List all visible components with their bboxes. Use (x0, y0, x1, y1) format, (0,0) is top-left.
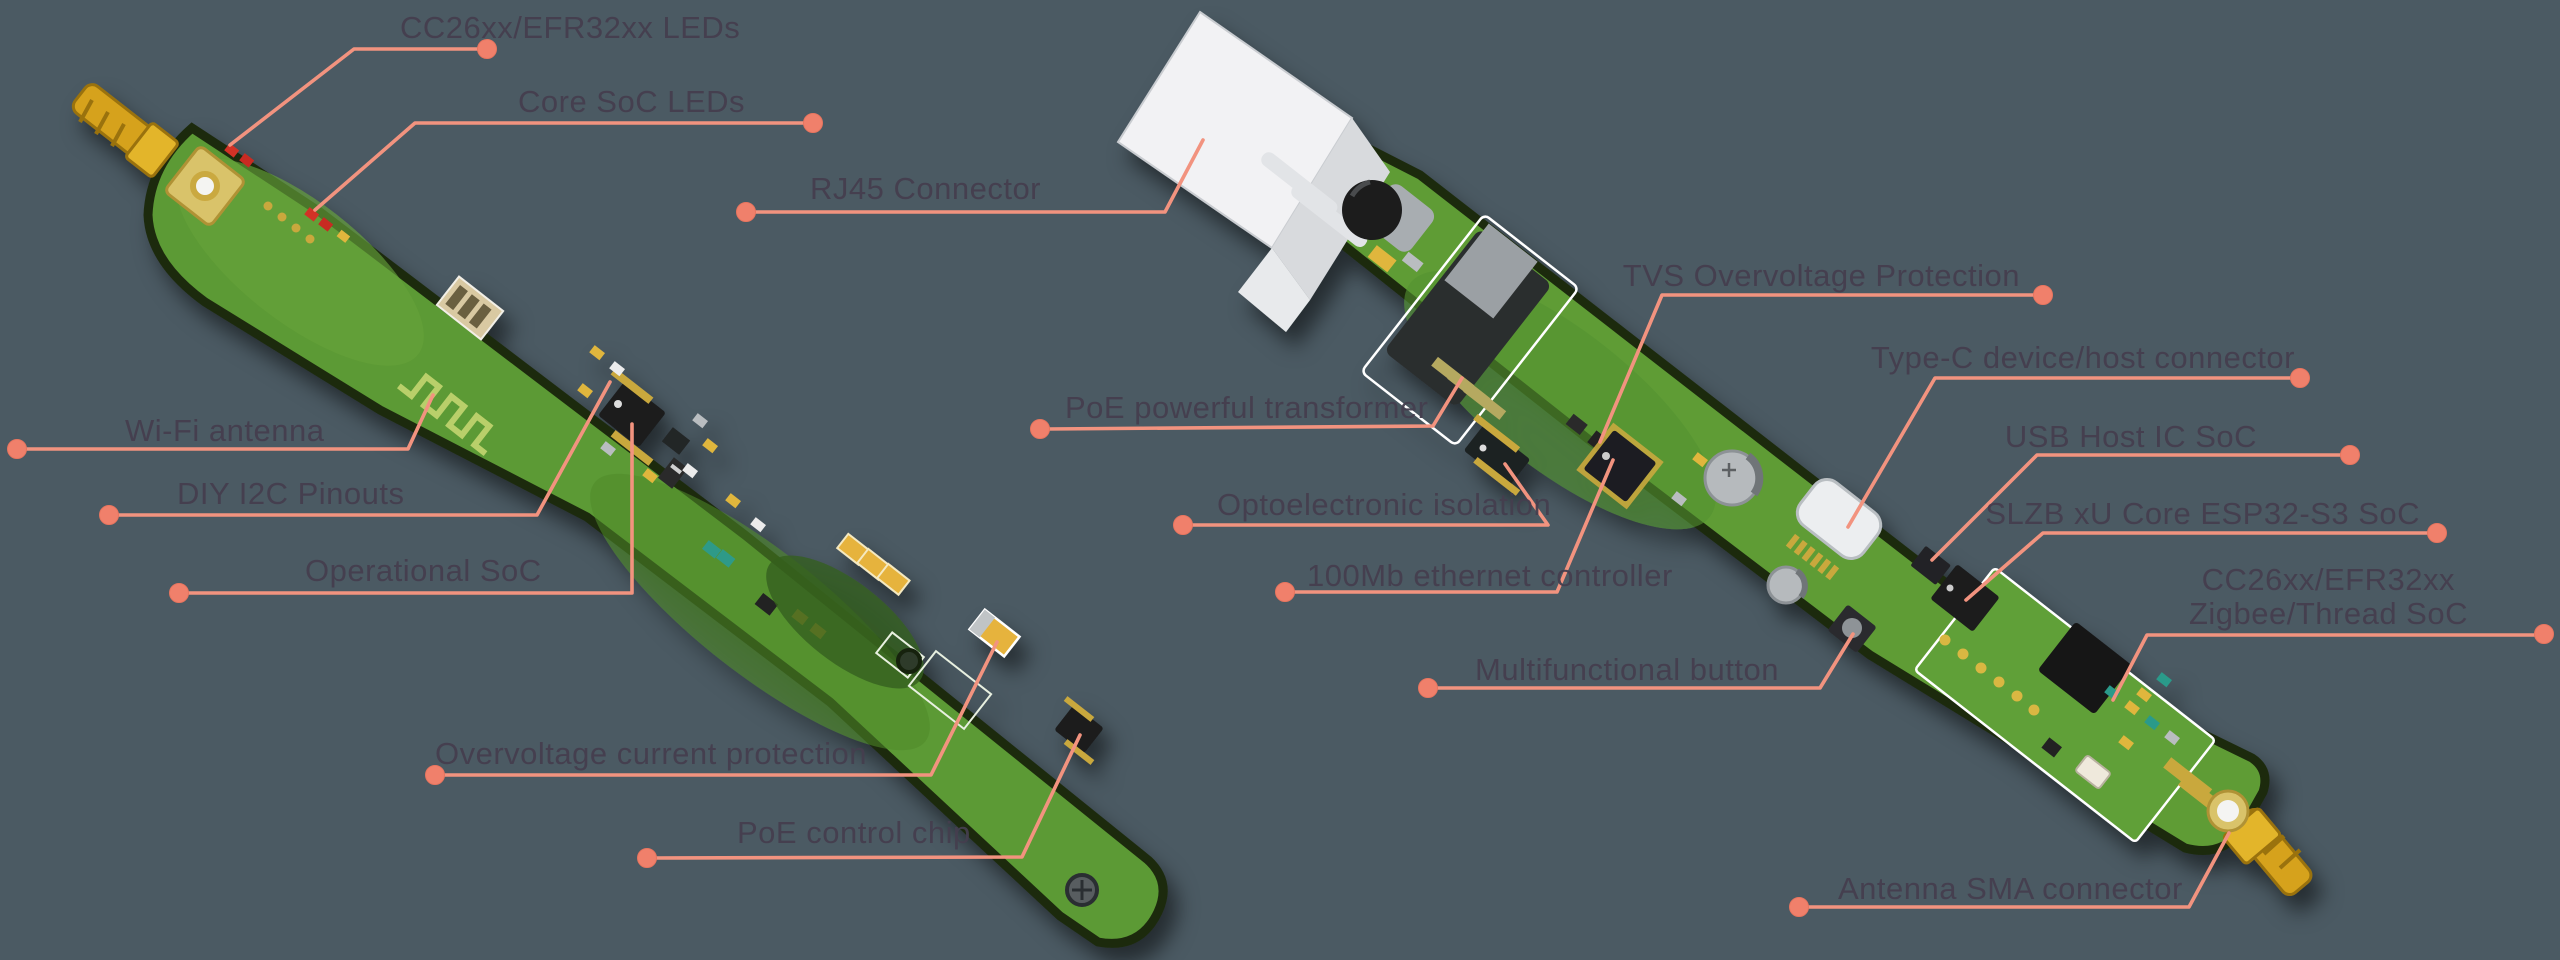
slzb-core-soc-label: SLZB xU Core ESP32-S3 SoC (1985, 496, 2420, 531)
core-soc-leds-dot (803, 113, 823, 133)
wifi-antenna-line (22, 393, 435, 451)
callout-optoelectronic-isolation: Optoelectronic isolation (1173, 462, 1551, 535)
antenna-sma-line (1804, 831, 2231, 909)
rj45-connector-dot (736, 202, 756, 222)
callout-core-soc-leds: Core SoC LEDs (313, 84, 823, 212)
right-pcb (1116, 10, 2313, 896)
callout-operational-soc: Operational SoC (169, 422, 634, 603)
led-icons (224, 143, 351, 243)
operational-soc-dot (169, 583, 189, 603)
radio-module-icon (1915, 565, 2215, 843)
pad-array (435, 275, 505, 341)
ethernet-controller-dot (1275, 582, 1295, 602)
wifi-antenna-label: Wi-Fi antenna (125, 413, 325, 448)
zigbee-thread-soc-label: Zigbee/Thread SoC (2189, 596, 2468, 631)
usb-host-soc-dot (2340, 445, 2360, 465)
diy-i2c-pinouts-label: DIY I2C Pinouts (177, 476, 404, 511)
core-soc-leds-line (313, 121, 808, 212)
callout-type-c-connector: Type-C device/host connector (1846, 340, 2310, 529)
optocoupler-icon (1464, 414, 1530, 496)
callout-poe-transformer: PoE powerful transformer (1030, 376, 1464, 439)
poe-transformer-label: PoE powerful transformer (1065, 390, 1428, 425)
callout-overvoltage-protection: Overvoltage current protection (425, 640, 999, 785)
type-c-connector-line (1846, 376, 2295, 529)
sma-connector-icon (71, 83, 245, 226)
callout-multifunctional-button: Multifunctional button (1418, 632, 1855, 698)
ethernet-controller-line (1290, 458, 1615, 594)
esp32-chip-icon (1931, 565, 1999, 631)
callout-antenna-sma: Antenna SMA connector (1789, 831, 2231, 917)
tvs-protection-line (1598, 293, 2038, 444)
rj45-connector-line (751, 138, 1205, 214)
crystal-icon (2075, 755, 2111, 789)
poe-control-chip-line (652, 733, 1082, 860)
cc-efr-leds-dot (477, 39, 497, 59)
usb-c-connector-icon (1785, 478, 1883, 581)
zigbee-thread-soc-dot (2534, 624, 2554, 644)
optoelectronic-isolation-dot (1173, 515, 1193, 535)
wifi-antenna-dot (7, 439, 27, 459)
poe-control-chip-label: PoE control chip (737, 815, 971, 850)
callout-rj45-connector: RJ45 Connector (736, 138, 1205, 222)
ethernet-controller-label: 100Mb ethernet controller (1307, 558, 1673, 593)
poe-control-chip-dot (637, 848, 657, 868)
slzb-core-soc-dot (2427, 523, 2447, 543)
overvoltage-protection-label: Overvoltage current protection (435, 736, 867, 771)
type-c-connector-label: Type-C device/host connector (1871, 340, 2295, 375)
optoelectronic-isolation-label: Optoelectronic isolation (1217, 487, 1551, 522)
sma-connector-right-icon (2163, 757, 2313, 896)
capacitor-icons (1703, 449, 1808, 605)
callout-usb-host-soc: USB Host IC SoC (1930, 419, 2360, 562)
poe-transformer-line (1045, 376, 1464, 431)
callout-cc-efr-leds: CC26xx/EFR32xx LEDs (228, 10, 740, 147)
tvs-protection-dot (2033, 285, 2053, 305)
tvs-protection-label: TVS Overvoltage Protection (1623, 258, 2020, 293)
operational-soc-label: Operational SoC (305, 553, 542, 588)
usb-host-soc-line (1930, 453, 2345, 562)
callout-ethernet-controller: 100Mb ethernet controller (1275, 458, 1673, 602)
poe-transformer-dot (1030, 419, 1050, 439)
button-icon (1828, 605, 1876, 652)
zigbee-thread-soc-line (2111, 633, 2539, 702)
rj45-connector-label: RJ45 Connector (810, 171, 1041, 206)
multifunctional-button-dot (1418, 678, 1438, 698)
wifi-antenna-icon (396, 372, 494, 456)
core-soc-leds-label: Core SoC LEDs (518, 84, 745, 119)
callout-poe-control-chip: PoE control chip (637, 733, 1082, 868)
cc-efr-leds-label: CC26xx/EFR32xx LEDs (400, 10, 740, 45)
usb-host-soc-label: USB Host IC SoC (2005, 419, 2257, 454)
optoelectronic-isolation-line (1188, 462, 1550, 527)
overvoltage-protection-line (440, 640, 999, 777)
usb-host-chip-icon (1911, 546, 1951, 585)
cc-efr-leds-line (228, 47, 482, 147)
poe-transformer-icon (1362, 215, 1578, 445)
antenna-sma-dot (1789, 897, 1809, 917)
screw-icon (1065, 873, 1099, 907)
callout-tvs-protection: TVS Overvoltage Protection (1598, 258, 2053, 444)
poe-control-chip-icon (1055, 696, 1103, 765)
antenna-sma-label: Antenna SMA connector (1838, 871, 2183, 906)
slzb-core-soc-line (1964, 531, 2432, 602)
operational-soc-line (184, 422, 634, 595)
diy-i2c-pinouts-dot (99, 505, 119, 525)
mounting-hole (896, 648, 922, 674)
passive-components (577, 345, 766, 533)
diy-i2c-pinouts-line (114, 380, 612, 517)
callout-wifi-antenna: Wi-Fi antenna (7, 393, 435, 459)
callout-slzb-core-soc: SLZB xU Core ESP32-S3 SoC (1964, 496, 2447, 602)
callout-diy-i2c-pinouts: DIY I2C Pinouts (99, 380, 612, 525)
multifunctional-button-label: Multifunctional button (1475, 652, 1779, 687)
rj45-connector-icon (1116, 10, 1435, 332)
multifunctional-button-line (1433, 632, 1855, 690)
fuse-icon (967, 607, 1022, 659)
overvoltage-protection-dot (425, 765, 445, 785)
type-c-connector-dot (2290, 368, 2310, 388)
zigbee-thread-soc-label: CC26xx/EFR32xx (2202, 562, 2455, 597)
